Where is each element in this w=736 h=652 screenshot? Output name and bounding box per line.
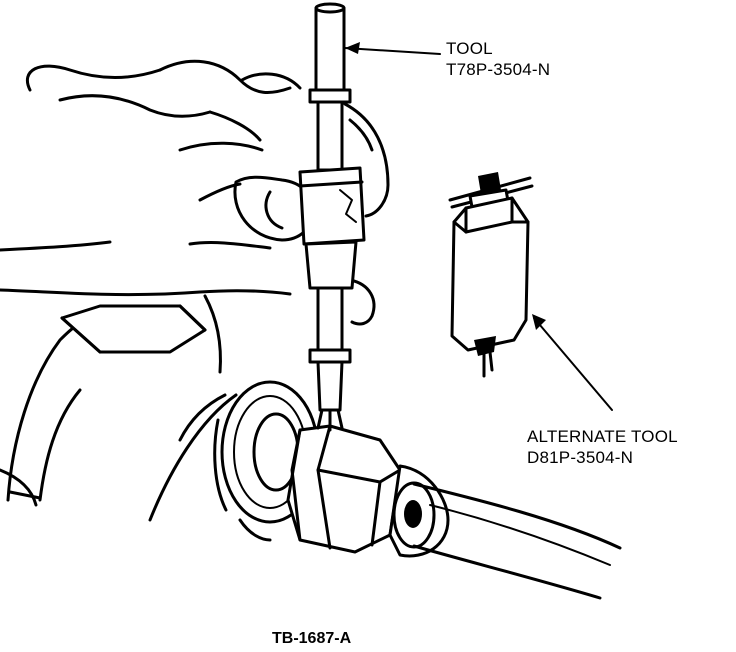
tool-label: TOOL T78P-3504-N <box>446 38 550 80</box>
alternate-tool <box>448 172 534 378</box>
alternate-tool-leader-arrow <box>532 314 613 411</box>
hex-fitting <box>286 424 450 558</box>
tool-label-line2: T78P-3504-N <box>446 60 551 79</box>
figure-id: TB-1687-A <box>272 630 352 647</box>
alternate-tool-label-line2: D81P-3504-N <box>527 448 634 467</box>
tool-leader-arrow <box>344 42 441 55</box>
hand <box>0 59 390 374</box>
alternate-tool-label-line1: ALTERNATE TOOL <box>527 427 678 446</box>
tool-label-line1: TOOL <box>446 39 493 58</box>
brake-tube <box>412 482 622 600</box>
gear-housing <box>0 304 320 542</box>
alternate-tool-label: ALTERNATE TOOL D81P-3504-N <box>527 426 678 468</box>
bleeder-tool <box>298 2 366 432</box>
